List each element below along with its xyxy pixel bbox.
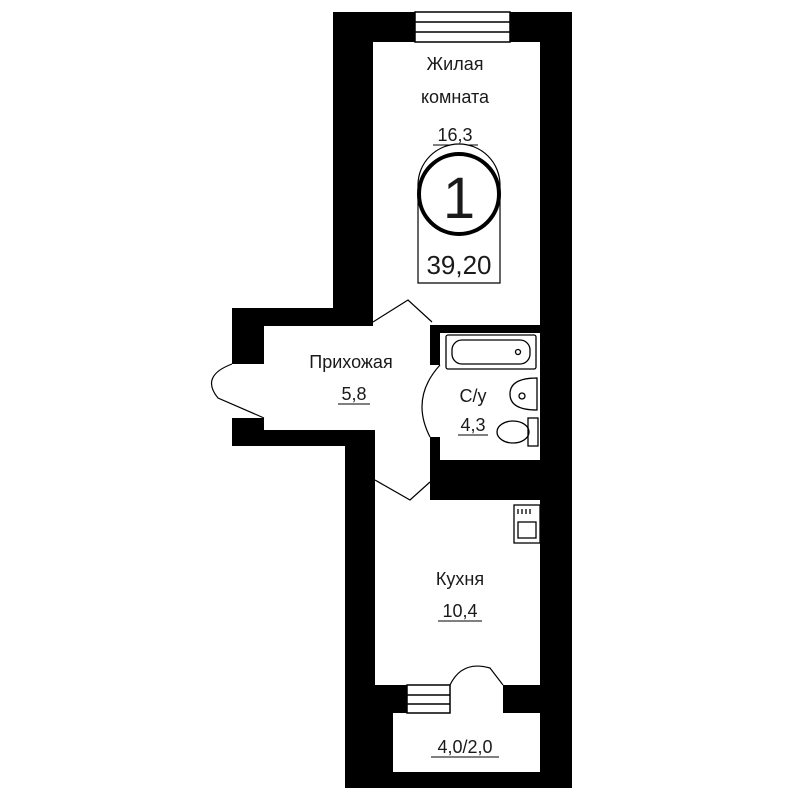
balcony-area: 4,0/2,0: [437, 737, 492, 757]
door-swings: [210, 299, 504, 686]
living-room-name-2: комната: [421, 87, 490, 107]
sink-icon: [509, 377, 538, 411]
toilet-icon: [496, 417, 539, 447]
living-room-name: Жилая: [427, 54, 484, 74]
bathroom-area: 4,3: [460, 415, 485, 435]
walls: [232, 12, 572, 788]
stove-icon: [513, 504, 541, 544]
living-room-area: 16,3: [437, 125, 472, 145]
hallway-name: Прихожая: [309, 352, 392, 372]
apartment-badge: 1 39,20: [417, 143, 501, 284]
total-area: 39,20: [426, 250, 491, 280]
bathroom-name: С/у: [460, 386, 487, 406]
hallway-area: 5,8: [341, 384, 366, 404]
bathtub-icon: [445, 334, 537, 370]
rooms-count: 1: [443, 166, 475, 231]
kitchen-area: 10,4: [442, 601, 477, 621]
kitchen-name: Кухня: [436, 569, 484, 589]
windows: [406, 11, 511, 714]
